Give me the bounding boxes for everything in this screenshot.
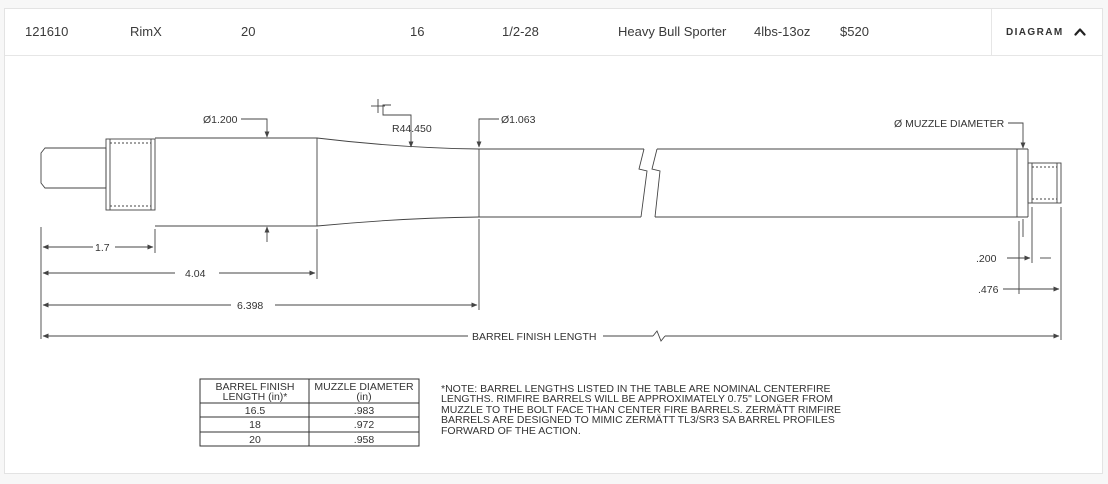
twist-rate: 16 [410,24,425,39]
thread-pitch: 1/2-28 [502,24,539,39]
product-row: 121610 RimX 20 16 1/2-28 Heavy Bull Spor… [5,9,1102,56]
note-line: *NOTE: BARREL LENGTHS LISTED IN THE TABL… [441,383,831,395]
dim-1-7: 1.7 [95,242,110,254]
dim-6-398: 6.398 [237,300,263,312]
barrel-shank [40,147,107,189]
barrel-note: *NOTE: BARREL LENGTHS LISTED IN THE TABL… [441,383,841,437]
spec-cell: .983 [354,405,375,417]
dim-dia-1063: Ø1.063 [501,114,536,126]
spec-header-length-1: BARREL FINISH [216,381,295,393]
muzzle-thread [1027,162,1062,204]
note-line: FORWARD OF THE ACTION. [441,425,581,437]
spec-table: BARREL FINISH LENGTH (in)* MUZZLE DIAMET… [199,378,420,447]
barrel-tenon [105,138,156,211]
note-line: BARRELS ARE DESIGNED TO MIMIC ZERMÄTT TL… [441,414,835,426]
barrel-diagram: Ø1.200 R44.450 Ø1.063 Ø MUZZLE DIAMETER … [40,99,1062,447]
note-line: LENGTHS. RIMFIRE BARRELS WILL BE APPROXI… [441,393,833,405]
spec-cell: 18 [249,419,261,431]
dim-muzzle-diameter: Ø MUZZLE DIAMETER [894,118,1005,130]
spec-cell: 16.5 [245,405,266,417]
spec-header-muzzle-1: MUZZLE DIAMETER [314,381,414,393]
chevron-up-icon [1074,28,1086,36]
dim-dia-1200: Ø1.200 [203,114,238,126]
note-line: MUZZLE TO THE BOLT FACE THAN CENTER FIRE… [441,404,841,416]
barrel-body [155,137,318,227]
dim-476: .476 [978,284,999,296]
part-number: 121610 [25,24,69,39]
barrel-length: 20 [241,24,256,39]
spec-header-length-2: LENGTH (in)* [223,391,288,403]
dim-200: .200 [976,253,997,265]
diagram-toggle-button[interactable]: DIAGRAM [991,9,1102,55]
dim-barrel-finish-length: BARREL FINISH LENGTH [472,331,596,343]
dim-radius: R44.450 [392,123,432,135]
spec-cell: .958 [354,434,375,446]
caliber: RimX [130,24,162,39]
weight: 4lbs-13oz [754,24,811,39]
spec-cell: 20 [249,434,261,446]
diagram-toggle-label: DIAGRAM [1006,27,1064,38]
spec-header-muzzle-2: (in) [356,391,371,403]
spec-cell: .972 [354,419,375,431]
dim-4-04: 4.04 [185,268,206,280]
price: $520 [840,24,869,39]
profile-name: Heavy Bull Sporter [618,24,727,39]
barrel-spec-card: 121610 RimX 20 16 1/2-28 Heavy Bull Spor… [4,8,1103,474]
